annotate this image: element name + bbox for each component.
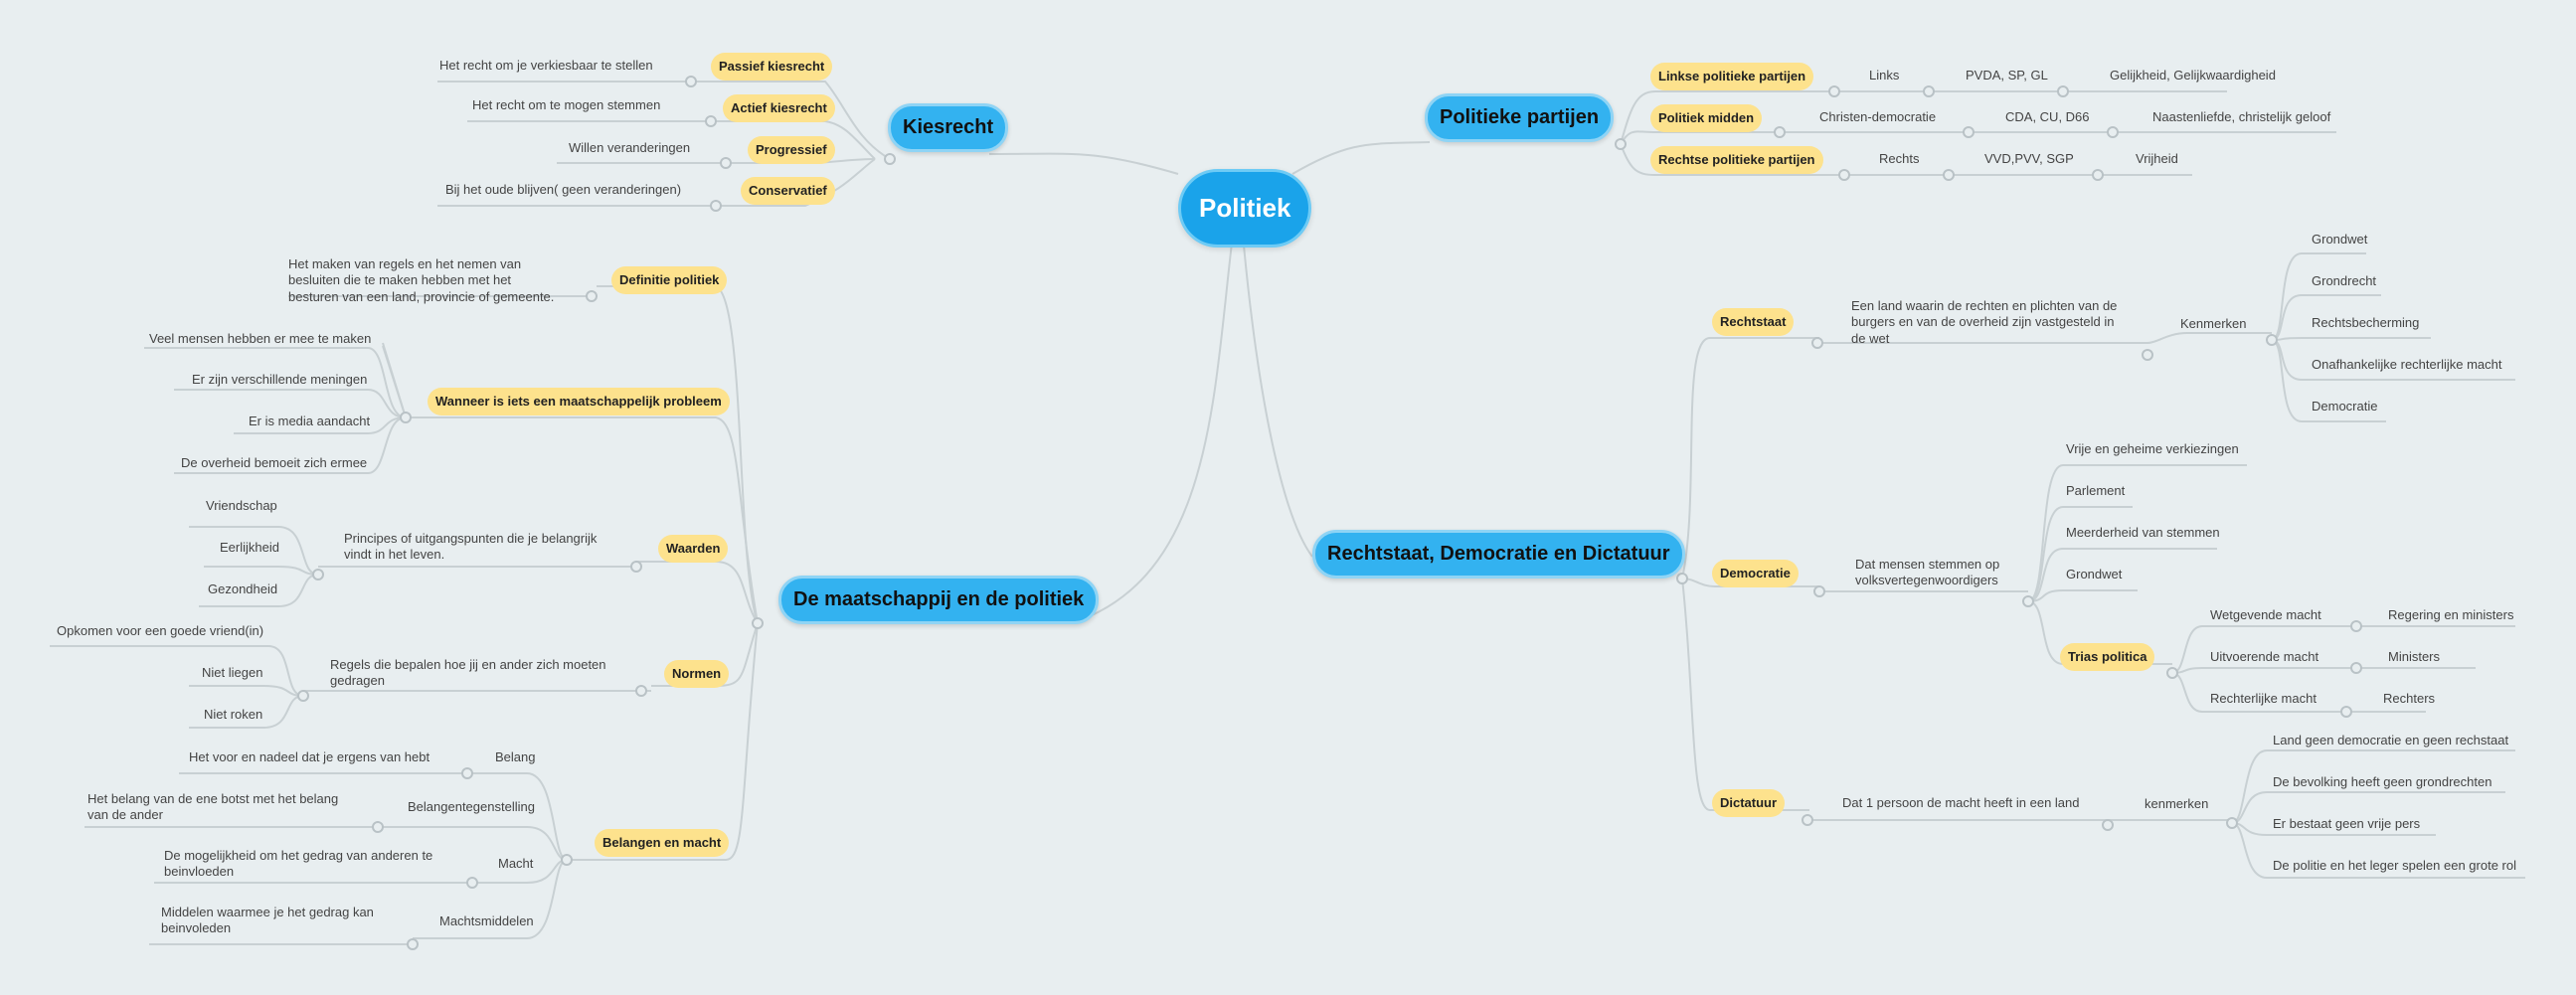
leaf-dictatuur-desc[interactable]: Dat 1 persoon de macht heeft in een land	[1842, 795, 2080, 810]
leaf-machtsmiddelen[interactable]: Machtsmiddelen	[439, 913, 534, 928]
leaf-politie-leger[interactable]: De politie en het leger spelen een grote…	[2273, 858, 2516, 873]
leaf-ministers[interactable]: Ministers	[2388, 649, 2441, 664]
leaf-belangentegenstelling[interactable]: Belangentegenstelling	[408, 799, 535, 814]
leaf-dictatuur-kenmerken[interactable]: kenmerken	[2145, 796, 2209, 811]
subtopic-rechtse-partijen[interactable]: Rechtse politieke partijen	[1650, 146, 1823, 175]
leaf-vrijheid[interactable]: Vrijheid	[2136, 151, 2178, 166]
leaf-middelen-desc[interactable]: Middelen waarmee je het gedrag kan beinv…	[161, 905, 374, 936]
leaf-vriendschap[interactable]: Vriendschap	[206, 498, 277, 513]
leaf-gezondheid[interactable]: Gezondheid	[208, 581, 278, 596]
subtopic-actief-kiesrecht[interactable]: Actief kiesrecht	[723, 94, 835, 123]
leaf-conservatief-desc[interactable]: Bij het oude blijven( geen veranderingen…	[445, 182, 682, 197]
leaf-actief-desc[interactable]: Het recht om te mogen stemmen	[472, 97, 661, 112]
leaf-meerderheid[interactable]: Meerderheid van stemmen	[2066, 525, 2220, 540]
leaf-probleem-1[interactable]: Veel mensen hebben er mee te maken	[149, 331, 372, 346]
leaf-definitie-desc[interactable]: Het maken van regels en het nemen van be…	[288, 256, 555, 304]
leaf-rechts[interactable]: Rechts	[1879, 151, 1920, 166]
leaf-geen-vrije-pers[interactable]: Er bestaat geen vrije pers	[2273, 816, 2421, 831]
leaf-regering-ministers[interactable]: Regering en ministers	[2388, 607, 2514, 622]
subtopic-normen[interactable]: Normen	[664, 660, 730, 689]
leaf-gelijkheid[interactable]: Gelijkheid, Gelijkwaardigheid	[2110, 68, 2276, 83]
topic-maatschappij-politiek[interactable]: De maatschappij en de politiek	[778, 576, 1100, 624]
leaf-rechtstaat-desc[interactable]: Een land waarin de rechten en plichten v…	[1851, 298, 2118, 346]
topic-kiesrecht[interactable]: Kiesrecht	[888, 103, 1009, 152]
leaf-eerlijkheid[interactable]: Eerlijkheid	[220, 540, 279, 555]
subtopic-conservatief[interactable]: Conservatief	[741, 177, 835, 206]
subtopic-democratie[interactable]: Democratie	[1712, 560, 1799, 588]
subtopic-definitie-politiek[interactable]: Definitie politiek	[611, 266, 728, 295]
leaf-normen-desc[interactable]: Regels die bepalen hoe jij en ander zich…	[330, 657, 606, 689]
leaf-grondwet[interactable]: Grondwet	[2312, 232, 2368, 247]
subtopic-dictatuur[interactable]: Dictatuur	[1712, 789, 1786, 818]
leaf-progressief-desc[interactable]: Willen veranderingen	[569, 140, 691, 155]
leaf-belang[interactable]: Belang	[495, 749, 536, 764]
leaf-onafhankelijke-macht[interactable]: Onafhankelijke rechterlijke macht	[2312, 357, 2502, 372]
leaf-cda-cu-d66[interactable]: CDA, CU, D66	[2005, 109, 2090, 124]
leaf-waarden-desc[interactable]: Principes of uitgangspunten die je belan…	[344, 531, 598, 563]
leaf-passief-desc[interactable]: Het recht om je verkiesbaar te stellen	[439, 58, 653, 73]
topic-rechtstaat-democratie-dictatuur[interactable]: Rechtstaat, Democratie en Dictatuur	[1312, 530, 1685, 579]
topic-politieke-partijen[interactable]: Politieke partijen	[1425, 93, 1615, 142]
leaf-opkomen-vriend[interactable]: Opkomen voor een goede vriend(in)	[57, 623, 264, 638]
central-topic[interactable]: Politiek	[1178, 169, 1312, 248]
leaf-macht[interactable]: Macht	[498, 856, 534, 871]
leaf-niet-roken[interactable]: Niet roken	[204, 707, 263, 722]
subtopic-maatschappelijk-probleem[interactable]: Wanneer is iets een maatschappelijk prob…	[428, 388, 730, 416]
leaf-uitvoerende-macht[interactable]: Uitvoerende macht	[2210, 649, 2319, 664]
leaf-christen-democratie[interactable]: Christen-democratie	[1819, 109, 1937, 124]
leaf-rechters[interactable]: Rechters	[2383, 691, 2436, 706]
leaf-probleem-4[interactable]: De overheid bemoeit zich ermee	[181, 455, 368, 470]
leaf-wetgevende-macht[interactable]: Wetgevende macht	[2210, 607, 2321, 622]
leaf-vvd-pvv-sgp[interactable]: VVD,PVV, SGP	[1984, 151, 2074, 166]
leaf-geen-grondrechten[interactable]: De bevolking heeft geen grondrechten	[2273, 774, 2492, 789]
subtopic-passief-kiesrecht[interactable]: Passief kiesrecht	[711, 53, 833, 82]
subtopic-waarden[interactable]: Waarden	[658, 535, 729, 564]
leaf-democratie[interactable]: Democratie	[2312, 399, 2378, 414]
leaf-democratie-desc[interactable]: Dat mensen stemmen op volksvertegenwoord…	[1855, 557, 2000, 588]
leaf-niet-liegen[interactable]: Niet liegen	[202, 665, 263, 680]
leaf-pvda-sp-gl[interactable]: PVDA, SP, GL	[1966, 68, 2048, 83]
subtopic-linkse-partijen[interactable]: Linkse politieke partijen	[1650, 63, 1814, 91]
subtopic-progressief[interactable]: Progressief	[748, 136, 835, 165]
leaf-grondwet-democratie[interactable]: Grondwet	[2066, 567, 2123, 581]
subtopic-politiek-midden[interactable]: Politiek midden	[1650, 104, 1763, 133]
leaf-rechtsbecherming[interactable]: Rechtsbecherming	[2312, 315, 2420, 330]
leaf-rechtstaat-kenmerken[interactable]: Kenmerken	[2180, 316, 2247, 331]
subtopic-trias-politica[interactable]: Trias politica	[2060, 643, 2155, 672]
leaf-macht-desc[interactable]: De mogelijkheid om het gedrag van andere…	[164, 848, 433, 880]
leaf-links[interactable]: Links	[1869, 68, 1900, 83]
subtopic-belangen-macht[interactable]: Belangen en macht	[595, 829, 730, 858]
leaf-grondrecht[interactable]: Grondrecht	[2312, 273, 2377, 288]
leaf-belang-desc[interactable]: Het voor en nadeel dat je ergens van heb…	[189, 749, 430, 764]
leaf-parlement[interactable]: Parlement	[2066, 483, 2126, 498]
leaf-rechterlijke-macht[interactable]: Rechterlijke macht	[2210, 691, 2317, 706]
leaf-tegenstelling-desc[interactable]: Het belang van de ene botst met het bela…	[87, 791, 339, 823]
leaf-naastenliefde[interactable]: Naastenliefde, christelijk geloof	[2152, 109, 2331, 124]
subtopic-rechtstaat[interactable]: Rechtstaat	[1712, 308, 1795, 337]
leaf-probleem-2[interactable]: Er zijn verschillende meningen	[192, 372, 368, 387]
leaf-probleem-3[interactable]: Er is media aandacht	[249, 414, 371, 428]
leaf-geen-democratie[interactable]: Land geen democratie en geen rechstaat	[2273, 733, 2509, 747]
leaf-vrije-verkiezingen[interactable]: Vrije en geheime verkiezingen	[2066, 441, 2239, 456]
